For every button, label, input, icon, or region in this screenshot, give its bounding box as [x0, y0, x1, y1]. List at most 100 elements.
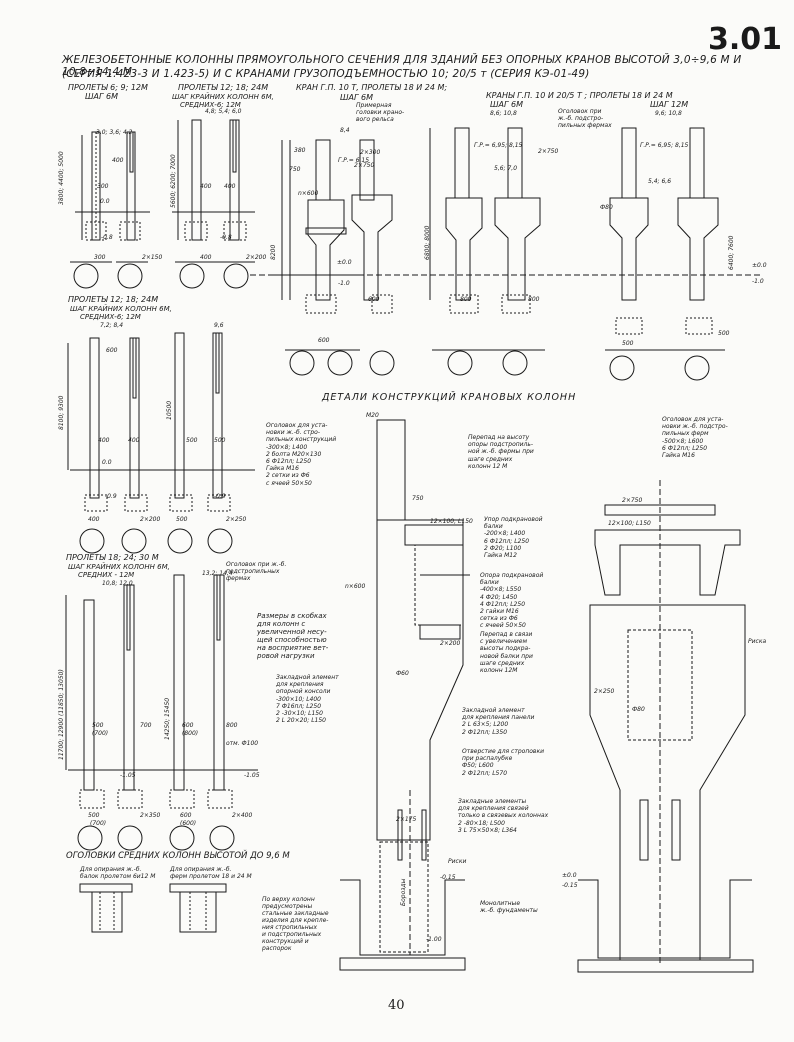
- dim-2x400: 2×400: [232, 812, 253, 819]
- dim-400-3: 400: [224, 183, 236, 190]
- details-heading: ДЕТАЛИ КОНСТРУКЦИЙ КРАНОВЫХ КОЛОНН: [322, 392, 577, 403]
- vdim-1: 3800; 4400; 5000: [58, 151, 65, 205]
- dim-pm0: ±0.0: [337, 259, 352, 266]
- note-hole: Отверстие для строповки при распалубке Ф…: [462, 748, 544, 777]
- rail-level-1: Г.Р.= 6,15: [338, 157, 370, 164]
- dim-m08-1: -0.8: [101, 234, 113, 241]
- dim-500-c: 500: [186, 437, 198, 444]
- rail-level-2: Г.Р.= 6,95; 8,15: [474, 142, 523, 149]
- header-5c: СРЕДНИХ-6; 12М: [80, 313, 141, 321]
- dim-600-c: 600: [106, 347, 118, 354]
- height-label-h: 8,6; 10,8: [490, 110, 517, 117]
- note-head-install: Оголовок для уста- новки ж.-б. стро- пил…: [266, 422, 337, 487]
- note-foundation: Монолитные ж.-б. фундаменты: [480, 900, 538, 915]
- dim-phi80-r: Ф80: [632, 706, 645, 713]
- dim-400-4: 400: [200, 254, 212, 261]
- header-6c: СРЕДНИХ - 12М: [78, 571, 135, 579]
- note-grooves: Борозды: [400, 878, 407, 906]
- column-group-1: [70, 131, 150, 289]
- note-embedded-panel: Закладной элемент для крепления панели 2…: [462, 707, 535, 736]
- dim-2x750-b: 2×750: [538, 148, 559, 155]
- note-truss-support: Для опирания ж.-б. ферм пролетом 18 и 24…: [170, 866, 252, 880]
- dim-2x200-b: 2×200: [140, 516, 161, 523]
- height-label-a: 3,0; 3,6; 4,2: [96, 129, 133, 136]
- dim-400-e: 400: [88, 516, 100, 523]
- title-line-1: ЖЕЛЕЗОБЕТОННЫЕ КОЛОННЫ ПРЯМОУГОЛЬНОГО СЕ…: [62, 54, 742, 78]
- dim-600: 600: [318, 337, 330, 344]
- header-4b: ШАГ 6М: [490, 100, 524, 109]
- header-4a: КРАНЫ Г.П. 10 И 20/5 Т ; ПРОЛЕТЫ 18 И 24…: [486, 91, 673, 100]
- dim-m08-2: -0.8: [220, 234, 232, 241]
- height-label-e: 10,8; 12,0: [102, 580, 133, 587]
- vdim-3: 8100; 9300: [58, 395, 65, 430]
- column-group-5: [67, 332, 255, 554]
- vdim-7: 8200: [270, 244, 277, 260]
- dim-2x200-c: 2×200: [440, 640, 461, 647]
- dim-2x750-c: 2×750: [622, 497, 643, 504]
- dim-400-1: 400: [112, 157, 124, 164]
- dim-12x100-r: 12×100; L150: [608, 520, 651, 527]
- dim-2x250-r: 2×250: [594, 688, 615, 695]
- dim-750: 750: [289, 166, 301, 173]
- vdim-9: 6400; 7600: [728, 235, 735, 270]
- header-1a: ПРОЛЕТЫ 6; 9; 12М: [68, 83, 148, 92]
- note-level-drop-2: Перепад в связи с увеличением высоты под…: [480, 631, 533, 675]
- dim-800-f: 800: [226, 722, 238, 729]
- crane-column-detail-right: [577, 480, 754, 973]
- dim-700b: (700): [92, 730, 109, 737]
- dim-550: 500: [622, 340, 634, 347]
- note-head-install-right: Оголовок для уста- новки ж.-б. подстро- …: [662, 416, 728, 460]
- dim-700: 700: [140, 722, 152, 729]
- dim-5466: 5,4; 6,6: [648, 178, 672, 185]
- dim-m100: -1.00: [426, 936, 442, 943]
- dim-m09: -0.9: [105, 493, 117, 500]
- header-5b: ШАГ КРАЙНИХ КОЛОНН 6М,: [70, 305, 172, 313]
- dim-2x150: 2×150: [142, 254, 163, 261]
- dim-phi60: Ф60: [396, 670, 409, 677]
- note-rail-head: Примерная головки крано- вого рельса: [356, 102, 405, 123]
- note-embedded-bracing: Закладные элементы для крепления связей …: [458, 798, 549, 834]
- header-1b: ШАГ 6М: [85, 92, 119, 101]
- crane-column-detail-left: [339, 419, 470, 971]
- column-group-2: [172, 119, 255, 289]
- dim-500-g: 500: [88, 812, 100, 819]
- header-2c: СРЕДНИХ-6; 12М: [180, 101, 241, 109]
- note-level-drop-1: Перепад на высоту опоры подстропиль- ной…: [468, 434, 534, 470]
- dim-2x750: 2×750: [354, 162, 375, 169]
- page-number: 40: [388, 998, 405, 1013]
- dim-380: 380: [294, 147, 306, 154]
- note-top-columns: По верху колонн предусмотрены стальные з…: [262, 896, 329, 952]
- dim-2x175: 2×175: [396, 816, 417, 823]
- dim-m20: M20: [366, 412, 379, 419]
- height-label-g: 8,4: [340, 127, 350, 134]
- dim-500-e: 500: [176, 516, 188, 523]
- dim-600-f: 600: [182, 722, 194, 729]
- dim-m10: -1.0: [338, 280, 350, 287]
- crane-column-a: [270, 139, 395, 376]
- dim-phi80: Ф80: [600, 204, 613, 211]
- note-head-trusses-right: Оголовок при ж.-б. подстропильных фермах: [226, 561, 287, 582]
- dim-700b-2: (700): [90, 820, 107, 827]
- height-label-b: 4,8; 5,4; 6,0: [205, 108, 242, 115]
- vdim-5: 11700; 12900 (11850; 13050): [58, 669, 65, 760]
- dim-400-d: 400: [128, 437, 140, 444]
- header-2a: ПРОЛЕТЫ 12; 18; 24М: [178, 83, 269, 92]
- dim-300-1: 300: [97, 183, 109, 190]
- note-support: Опора подкрановой балки -400×8; L550 4 Ф…: [480, 572, 544, 630]
- dim-400-c: 400: [98, 437, 110, 444]
- dim-m10-b: -1.0: [752, 278, 764, 285]
- dim-800-2: 800: [528, 296, 540, 303]
- note-marks: Риски: [448, 858, 467, 865]
- header-4c: ШАГ 12М: [650, 100, 689, 109]
- dim-ne: 5,6; 7,0: [494, 165, 518, 172]
- dim-600-2: 600: [368, 296, 380, 303]
- vdim-4: 10500: [166, 400, 173, 420]
- heads-heading: ОГОЛОВКИ СРЕДНИХ КОЛОНН ВЫСОТОЙ ДО 9,6 М: [66, 851, 290, 861]
- dim-zero-1: 0.0: [100, 198, 110, 205]
- dim-zero-2: 0.0: [102, 459, 112, 466]
- height-label-i: 9,6; 10,8: [655, 110, 682, 117]
- dim-600-g: 600: [180, 812, 192, 819]
- header-5a: ПРОЛЕТЫ 12; 18; 24М: [68, 295, 159, 304]
- dim-2x300: 2×300: [360, 149, 381, 156]
- dim-nx600-c: n×600: [345, 583, 366, 590]
